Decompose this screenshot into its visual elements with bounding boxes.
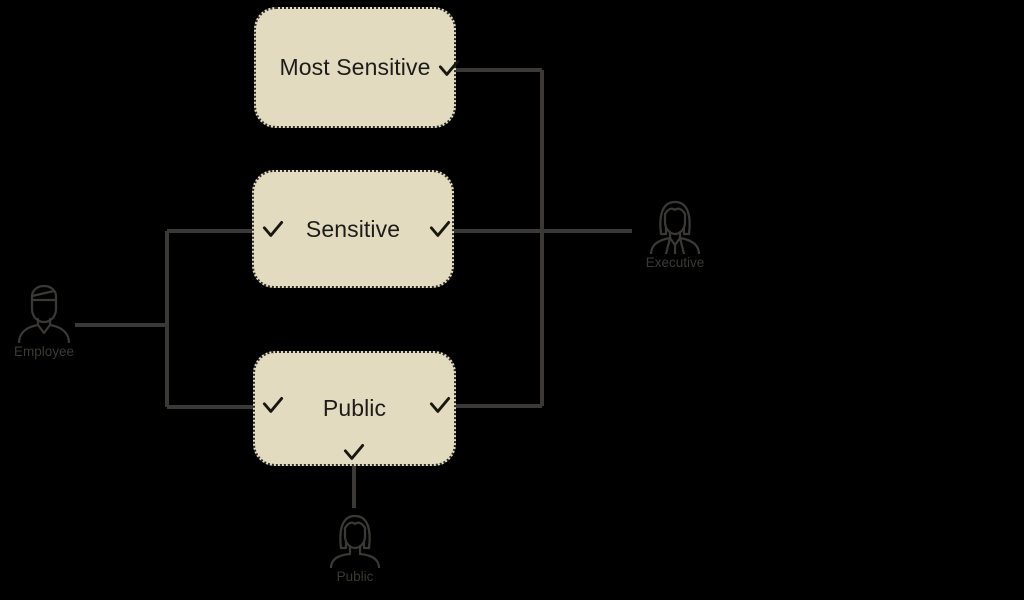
check-icon-most-sensitive-right [436, 56, 462, 82]
check-icon-sensitive-right [427, 217, 453, 243]
persona-executive[interactable]: Executive [629, 192, 721, 270]
node-public-label: Public [322, 395, 387, 421]
persona-public-label: Public [336, 569, 374, 584]
public-person-icon [319, 506, 391, 568]
node-public[interactable]: Public [253, 351, 456, 466]
executive-person-icon [639, 192, 711, 254]
node-most-sensitive[interactable]: Most Sensitive [254, 7, 456, 128]
check-icon-public-left [260, 393, 286, 419]
node-most-sensitive-label: Most Sensitive [279, 54, 431, 80]
persona-employee-label: Employee [13, 344, 75, 359]
check-icon-public-right [427, 393, 453, 419]
employee-person-icon [8, 281, 80, 343]
persona-public[interactable]: Public [309, 506, 401, 584]
node-sensitive-label: Sensitive [305, 215, 401, 242]
check-icon-sensitive-left [260, 217, 286, 243]
persona-executive-label: Executive [645, 255, 705, 270]
persona-employee[interactable]: Employee [0, 281, 90, 359]
node-sensitive[interactable]: Sensitive [252, 170, 454, 288]
check-icon-public-bottom [341, 440, 367, 466]
